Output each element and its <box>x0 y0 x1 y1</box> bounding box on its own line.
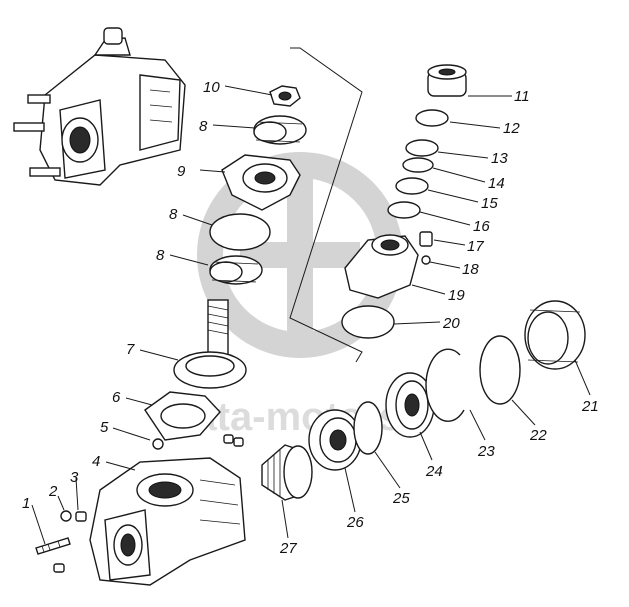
group-bracket <box>289 47 363 363</box>
lower-nut <box>53 563 65 573</box>
part-24-snap-ring <box>425 348 465 422</box>
part-2-washer <box>60 510 72 522</box>
part-13-ring <box>415 109 449 127</box>
part-12-cap <box>427 64 467 97</box>
part-26-ring <box>353 401 383 455</box>
callout-10: 9 <box>177 163 186 180</box>
part-9-gasket-ring <box>209 213 271 251</box>
callout-18: 17 <box>467 238 484 255</box>
callout-7: 7 <box>126 341 135 358</box>
callout-15: 14 <box>488 175 505 192</box>
part-14-ring <box>405 139 439 157</box>
studs <box>13 94 61 177</box>
part-28-bevel-gear <box>261 444 313 501</box>
callout-17: 16 <box>473 218 490 235</box>
part-1-stud <box>35 537 71 555</box>
small-nuts <box>223 434 244 447</box>
callout-19: 18 <box>462 261 479 278</box>
part-7-shaft-gear <box>173 299 247 389</box>
callout-8-upper: 8 <box>199 118 208 135</box>
part-21-gasket <box>341 305 395 339</box>
part-10-housing <box>221 154 301 211</box>
part-20-cover <box>344 234 419 299</box>
callout-23: 22 <box>529 427 547 444</box>
callout-16: 15 <box>481 195 498 212</box>
callout-12: 11 <box>514 88 530 105</box>
part-27-bearing <box>308 409 362 471</box>
callout-2: 2 <box>48 483 58 500</box>
leader-lines <box>31 85 591 545</box>
part-3-nut <box>75 511 87 522</box>
callout-27: 26 <box>346 514 364 531</box>
callout-11: 10 <box>203 79 220 96</box>
part-4-main-housing <box>89 457 246 586</box>
part-8-lower-bearing <box>209 255 263 285</box>
callout-20: 19 <box>448 287 465 304</box>
part-16-ring <box>395 177 429 195</box>
part-18-bolt <box>419 231 433 247</box>
callout-22: 21 <box>581 398 599 415</box>
callout-5: 5 <box>100 419 109 436</box>
part-23-ring <box>479 335 521 405</box>
callout-21: 20 <box>442 315 460 332</box>
callout-25: 24 <box>425 463 443 480</box>
part-19-washer <box>421 255 431 265</box>
callout-14: 13 <box>491 150 508 167</box>
callout-28: 27 <box>279 540 297 557</box>
part-22-cup <box>524 300 586 370</box>
assembled-gearbox <box>13 27 186 186</box>
callout-labels: 10 8 9 8 8 7 6 5 4 3 2 1 11 12 13 14 15 … <box>22 79 599 557</box>
callout-26: 25 <box>392 490 410 507</box>
callout-8-lower: 8 <box>156 247 165 264</box>
callout-24: 23 <box>477 443 495 460</box>
part-11-nut <box>269 85 301 107</box>
callout-6: 6 <box>112 389 121 406</box>
callout-1: 1 <box>22 495 30 512</box>
callout-13: 12 <box>503 120 520 137</box>
part-25-bearing <box>385 372 435 438</box>
callout-9: 8 <box>169 206 178 223</box>
part-15-ring <box>402 157 434 173</box>
callout-4: 4 <box>92 453 100 470</box>
callout-3: 3 <box>70 469 79 486</box>
part-5-ball <box>152 438 164 450</box>
part-17-ring <box>387 201 421 219</box>
part-6-gasket <box>144 391 221 441</box>
part-8-upper-bearing <box>253 115 307 145</box>
